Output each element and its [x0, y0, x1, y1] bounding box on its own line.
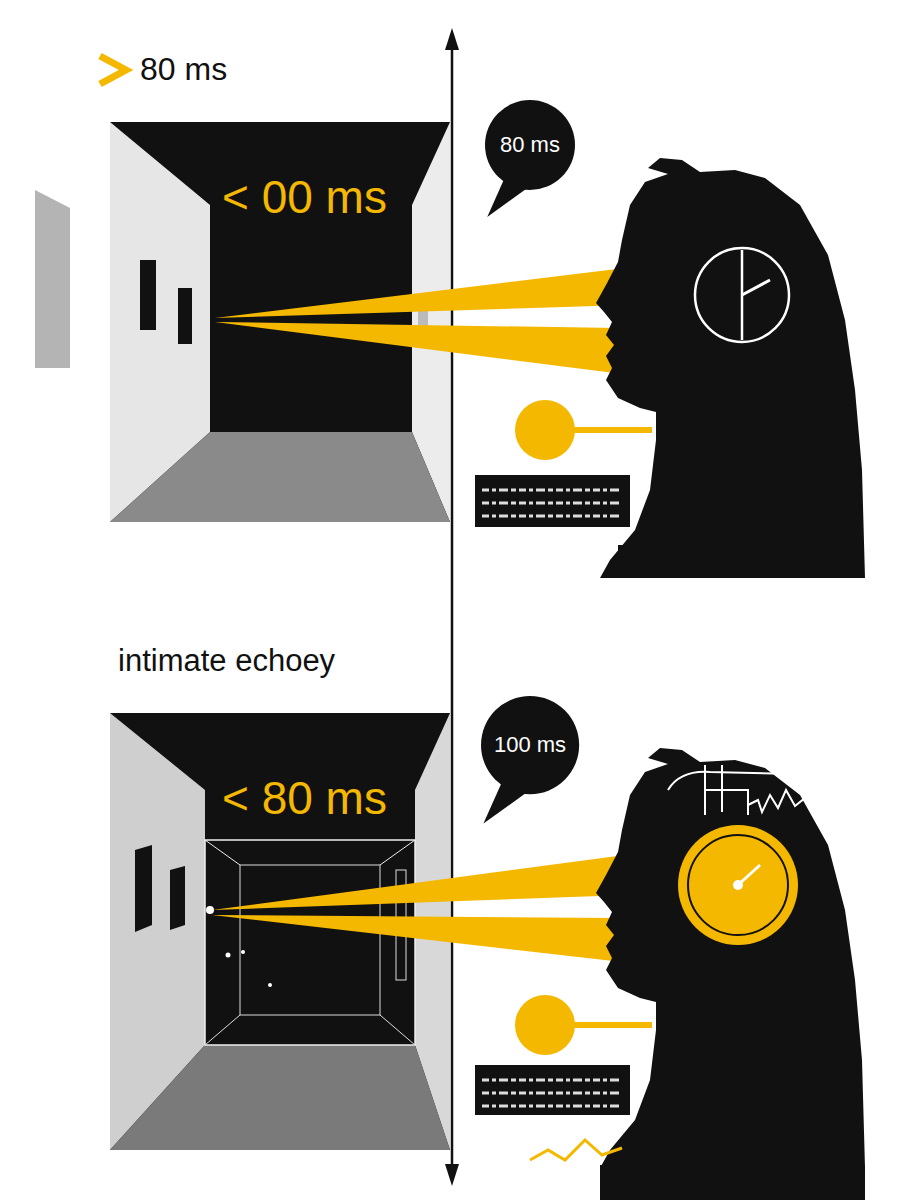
- head-silhouette: [596, 158, 865, 1200]
- brain-graph: [668, 765, 835, 815]
- bubble-text: 100 ms: [494, 733, 566, 757]
- section-title: intimate echoey: [118, 644, 335, 678]
- speech-bubble: 100 ms: [481, 696, 579, 794]
- sound-beams: [212, 268, 628, 962]
- delay-label: < 00 ms: [222, 172, 387, 223]
- delay-label: < 80 ms: [222, 773, 387, 824]
- room-top: [110, 122, 450, 522]
- wall-panel: [35, 190, 70, 368]
- clock-icon: [695, 248, 789, 342]
- chevron: [100, 56, 126, 84]
- speech-bubble: 80 ms: [485, 100, 575, 190]
- wave-line: [530, 1140, 622, 1160]
- note-box: [475, 475, 630, 1115]
- bubble-text: 80 ms: [500, 133, 560, 157]
- heading-time: 80 ms: [140, 52, 227, 87]
- headphone-dial: [678, 825, 798, 945]
